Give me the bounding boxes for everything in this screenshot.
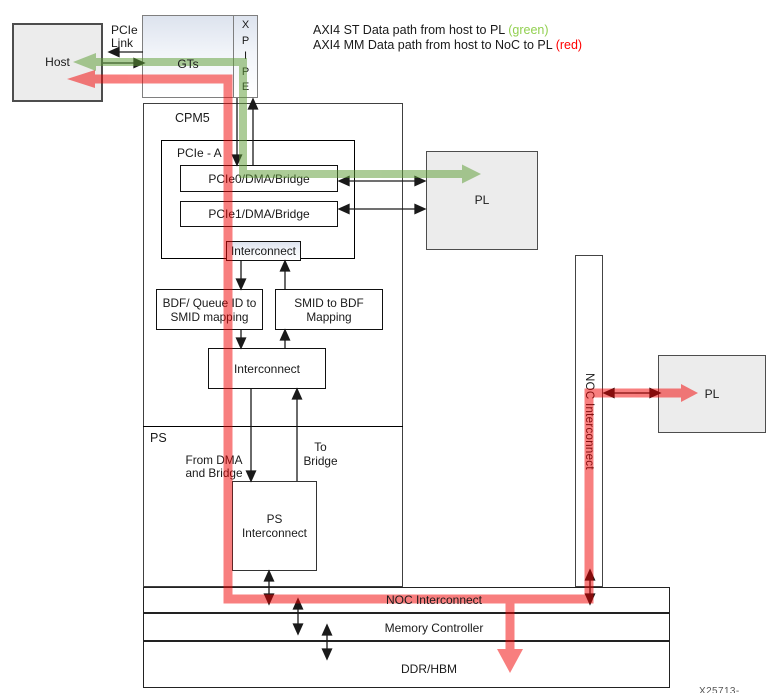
- ddr-hbm-bar: DDR/HBM: [143, 641, 670, 688]
- legend-line-red: AXI4 MM Data path from host to NoC to PL…: [313, 38, 582, 53]
- pl-top-label: PL: [474, 193, 490, 207]
- pcie1-dma-bridge-box: PCIe1/DMA/Bridge: [180, 201, 338, 227]
- interconnect-top-box: Interconnect: [226, 241, 301, 261]
- pl-right-label: PL: [704, 386, 720, 401]
- noc-interconnect-bar-label: NOC Interconnect: [385, 593, 483, 607]
- pl-right-box: PL: [658, 355, 766, 433]
- pcie-a-label: PCIe - A: [177, 146, 222, 160]
- pcie1-pl-arrowhead-right: [414, 203, 427, 215]
- legend-green-text: AXI4 ST Data path from host to PL: [313, 23, 509, 37]
- noc-pl-arrowhead-left: [602, 387, 615, 399]
- gts-label: GTs: [177, 57, 199, 71]
- legend: AXI4 ST Data path from host to PL (green…: [313, 23, 582, 53]
- legend-red-colorword: (red): [555, 38, 583, 53]
- ddr-hbm-label: DDR/HBM: [401, 662, 457, 676]
- noc-interconnect-bar: NOC Interconnect: [143, 587, 670, 613]
- legend-line-green: AXI4 ST Data path from host to PL (green…: [313, 23, 582, 38]
- ps-label: PS: [150, 431, 167, 445]
- noc-interconnect-vertical-box: NOC Interconnect: [575, 255, 603, 587]
- figure-id-watermark: X25713-082021: [699, 686, 740, 693]
- host-label: Host: [45, 55, 70, 69]
- gts-box: GTs: [142, 15, 234, 98]
- legend-green-colorword: (green): [508, 23, 549, 37]
- xpipe-letters: X P I P E: [241, 19, 250, 94]
- memory-controller-bar: Memory Controller: [143, 613, 670, 641]
- pcie0-pl-arrowhead-right: [414, 175, 427, 187]
- noc-interconnect-vertical-label: NOC Interconnect: [583, 372, 595, 470]
- interconnect-mid-box: Interconnect: [208, 348, 326, 389]
- cpm5-label: CPM5: [175, 111, 210, 125]
- xpipe-column: X P I P E: [233, 15, 258, 98]
- pl-top-box: PL: [426, 151, 538, 250]
- legend-red-text: AXI4 MM Data path from host to NoC to PL: [313, 38, 556, 53]
- pcie-link-label: PCIe Link: [111, 23, 138, 50]
- ps-divider: [143, 426, 403, 427]
- host-box: Host: [12, 23, 103, 102]
- pcie0-dma-bridge-box: PCIe0/DMA/Bridge: [180, 165, 338, 192]
- memory-controller-label: Memory Controller: [384, 621, 484, 635]
